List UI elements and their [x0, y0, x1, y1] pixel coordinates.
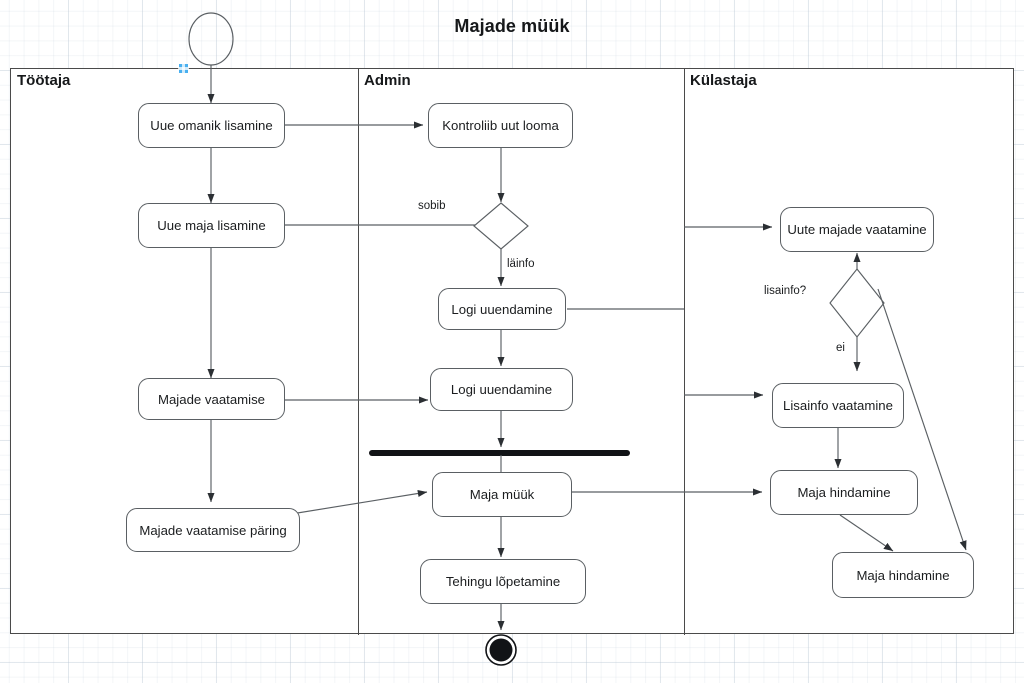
edge-label-sobib: sobib: [418, 200, 446, 212]
edge-label-lisainfo: lisainfo?: [764, 285, 807, 297]
edge-label-ei: ei: [836, 342, 845, 354]
edge-label-lainfo: läinfo: [507, 258, 535, 270]
edge-a4-to-b4: [284, 489, 428, 516]
initial-node: [188, 12, 234, 66]
anchor-handle-icon[interactable]: [178, 63, 189, 74]
lane-divider-kulastaja: [684, 69, 685, 635]
activity-majade-vaatamise-paring[interactable]: Majade vaatamise päring: [126, 508, 300, 552]
activity-logi-uuendamine-1[interactable]: Logi uuendamine: [438, 288, 566, 330]
decision-node-sobib: [473, 202, 529, 250]
activity-logi-uuendamine-2[interactable]: Logi uuendamine: [430, 368, 573, 411]
activity-majade-vaatamise[interactable]: Majade vaatamise: [138, 378, 285, 420]
activity-lisainfo-vaatamine[interactable]: Lisainfo vaatamine: [772, 383, 904, 428]
edge-decision-to-c4: [877, 288, 967, 551]
activity-uute-majade-vaatamine[interactable]: Uute majade vaatamine: [780, 207, 934, 252]
lane-header-admin: Admin: [364, 72, 411, 89]
decision-node-lisainfo: [829, 268, 885, 338]
activity-kontroliib-uut-looma[interactable]: Kontroliib uut looma: [428, 103, 573, 148]
lane-header-kulastaja: Külastaja: [690, 72, 757, 89]
activity-maja-hindamine-1[interactable]: Maja hindamine: [770, 470, 918, 515]
activity-uue-maja-lisamine[interactable]: Uue maja lisamine: [138, 203, 285, 248]
edge-c3-to-c4: [839, 514, 894, 552]
activity-tehingu-lopetamine[interactable]: Tehingu lõpetamine: [420, 559, 586, 604]
activity-maja-hindamine-2[interactable]: Maja hindamine: [832, 552, 974, 598]
lane-divider-admin: [358, 69, 359, 635]
lane-header-tootaja: Töötaja: [17, 72, 71, 89]
final-node: [489, 638, 513, 662]
activity-uue-omanik-lisamine[interactable]: Uue omanik lisamine: [138, 103, 285, 148]
page-title: Majade müük: [454, 16, 570, 36]
activity-maja-muuk[interactable]: Maja müük: [432, 472, 572, 517]
